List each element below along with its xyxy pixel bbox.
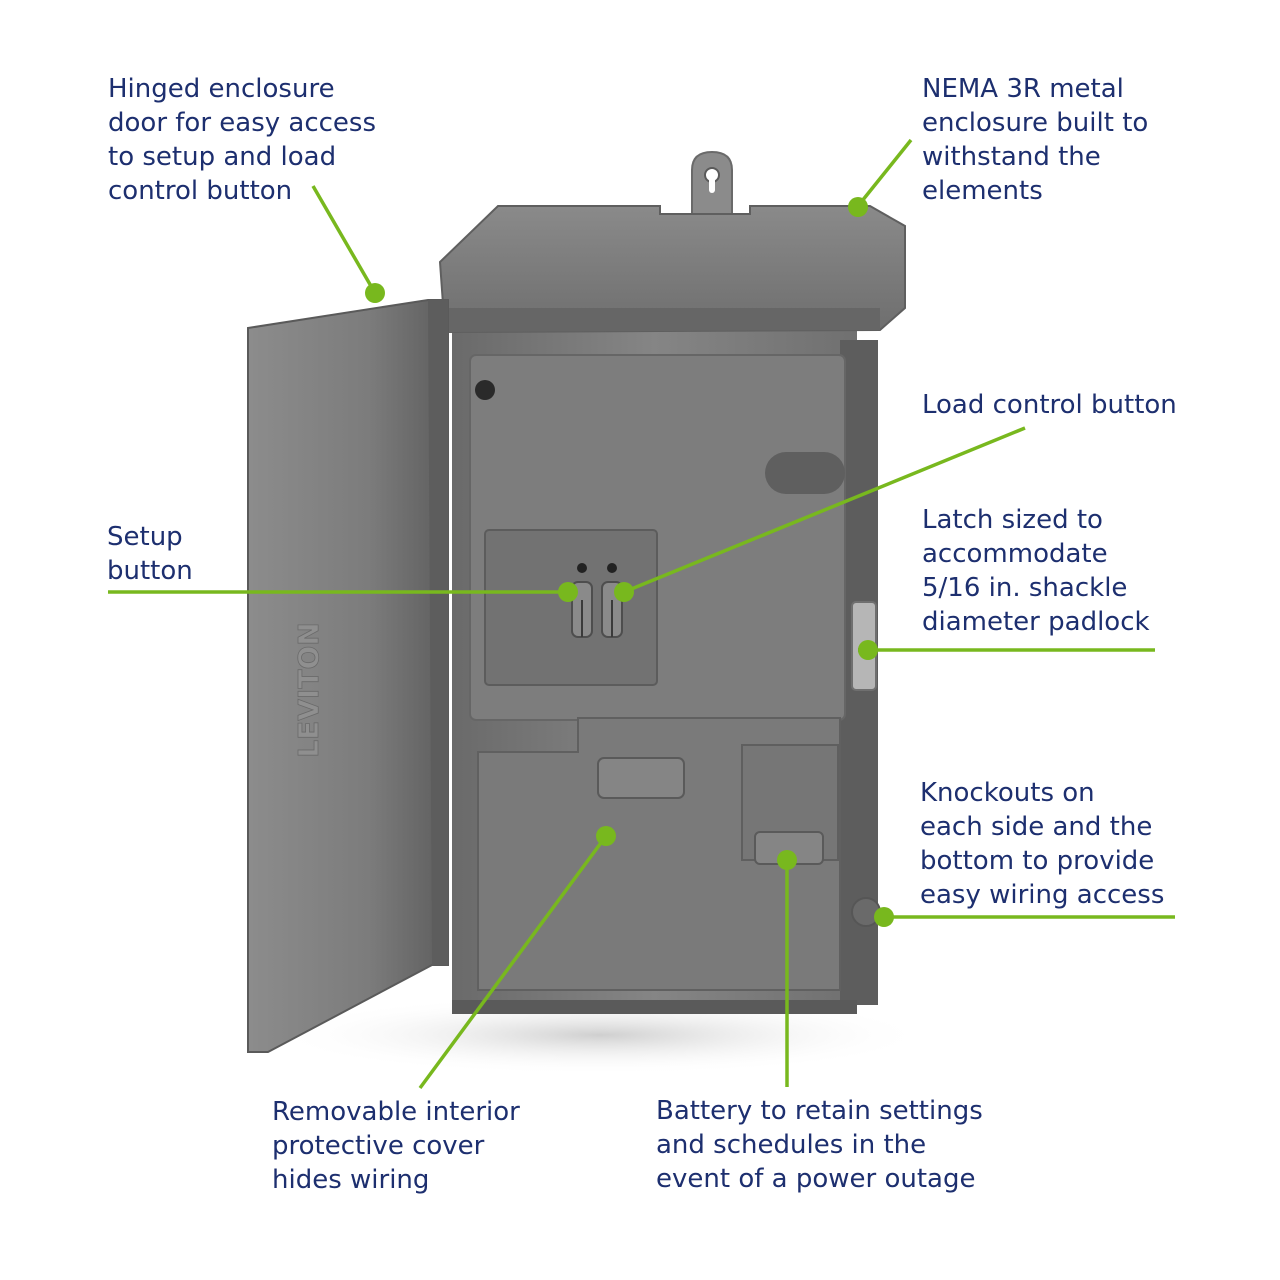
callout-setup-button: Setup button <box>107 522 193 586</box>
interior-panel <box>469 354 846 721</box>
callout-knockouts: Knockouts on each side and the bottom to… <box>920 778 1165 910</box>
hanging-tab <box>691 150 733 217</box>
leader-nema <box>856 138 913 208</box>
protective-cover <box>477 717 841 991</box>
enclosure-lid <box>438 205 906 334</box>
dot-knockouts <box>874 907 894 927</box>
callout-battery: Battery to retain settings and schedules… <box>656 1096 983 1194</box>
leader-hinged <box>311 185 377 294</box>
callout-nema-enclosure: NEMA 3R metal enclosure built to withsta… <box>922 74 1149 206</box>
dot-battery <box>777 850 797 870</box>
floor-shadow <box>270 995 930 1075</box>
callout-hinged-door: Hinged enclosure door for easy access to… <box>108 74 377 206</box>
hinged-door: LEVITON <box>247 299 449 1053</box>
dot-latch <box>858 640 878 660</box>
leader-load <box>623 426 1026 594</box>
dot-nema <box>848 197 868 217</box>
door-brand-text: LEVITON <box>292 622 325 757</box>
leader-lines <box>108 138 1175 1090</box>
dot-removable <box>596 826 616 846</box>
callout-removable-cover: Removable interior protective cover hide… <box>272 1097 520 1195</box>
leader-removable <box>418 834 608 1090</box>
leader-dots <box>365 197 894 927</box>
dot-hinged <box>365 283 385 303</box>
dot-setup <box>558 582 578 602</box>
dot-load <box>614 582 634 602</box>
callout-load-control-button: Load control button <box>922 390 1177 420</box>
callout-latch: Latch sized to accommodate 5/16 in. shac… <box>922 505 1150 637</box>
